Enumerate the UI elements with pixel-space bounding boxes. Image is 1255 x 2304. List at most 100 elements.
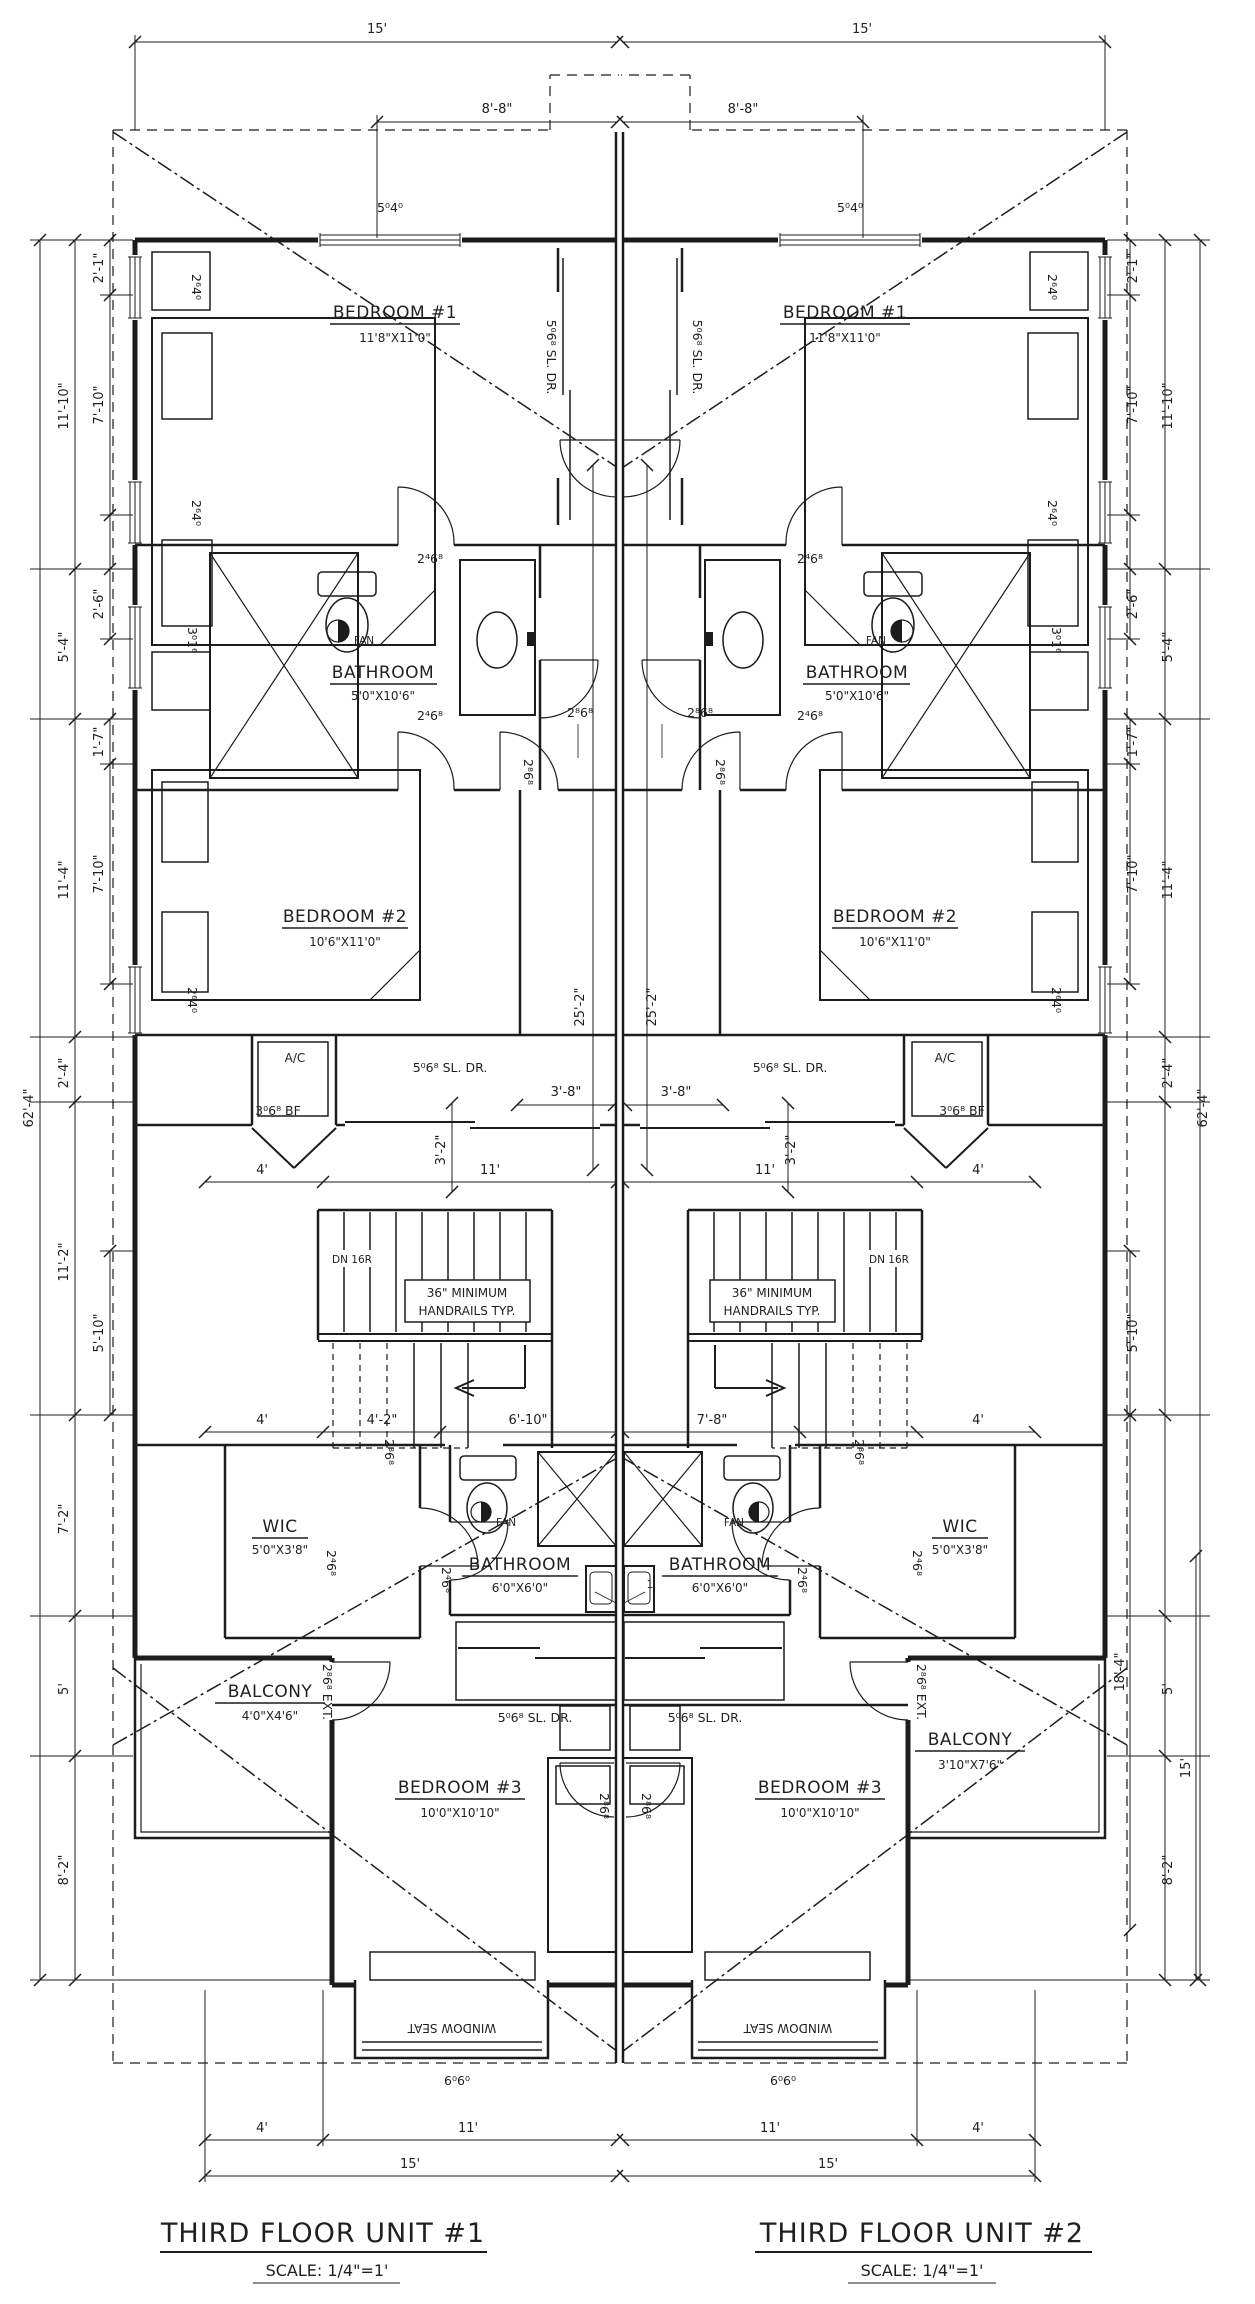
handrail-note-2-u1: HANDRAILS TYP. bbox=[418, 1304, 515, 1318]
room-size-balcony-u1: 4'0"X4'6" bbox=[242, 1709, 298, 1723]
room-label-bedroom1-u2: BEDROOM #1 bbox=[783, 303, 907, 323]
dim-top-15-u1: 15' bbox=[367, 22, 387, 37]
door-label-5068-closet-u2: 5⁰6⁸ SL. DR. bbox=[753, 1060, 828, 1075]
windows bbox=[128, 233, 462, 1035]
dim-r-510: 5'-10" bbox=[1126, 1313, 1141, 1352]
dim-r-710b: 7'-10" bbox=[1126, 854, 1141, 893]
room-size-bathroom2-u1: 6'0"X6'0" bbox=[492, 1581, 548, 1595]
dim-l-21: 2'-1" bbox=[92, 253, 107, 284]
stair-label-dn-u1: DN 16R bbox=[332, 1254, 372, 1266]
dim-c-38-u1: 3'-8" bbox=[551, 1085, 582, 1100]
drawing-titles: THIRD FLOOR UNIT #1 SCALE: 1/4"=1' THIRD… bbox=[160, 2218, 1092, 2284]
fan-label-bath2-u2: FAN bbox=[724, 1517, 744, 1529]
label-ac-u1: A/C bbox=[285, 1051, 306, 1065]
furniture bbox=[151, 251, 619, 1953]
dim-r-82: 8'-2" bbox=[1161, 1855, 1176, 1886]
room-size-bedroom2-u2: 10'6"X11'0" bbox=[859, 935, 931, 949]
door-label-2868-b3-u1: 2⁸6⁸ bbox=[597, 1793, 612, 1819]
door-label-5068-b1-u2: 5⁰6⁸ SL. DR. bbox=[690, 320, 705, 395]
party-wall bbox=[614, 132, 625, 2063]
window-seat bbox=[353, 1951, 550, 2060]
room-label-wic-u1: WIC bbox=[262, 1517, 297, 1537]
window-label-5040-u2: 5⁰4⁰ bbox=[837, 200, 863, 215]
staircase bbox=[316, 1208, 554, 1449]
door-label-3068bf-u2: 3⁰6⁸ BF bbox=[939, 1103, 985, 1118]
dim-bot-15-u1: 15' bbox=[400, 2157, 420, 2172]
window-label-2640-c-u1: 2⁶4⁰ bbox=[185, 987, 200, 1013]
dim-l-114: 11'-4" bbox=[57, 860, 72, 899]
dim-r-184: 18'-4" bbox=[1113, 1652, 1128, 1691]
room-label-bedroom3-u2: BEDROOM #3 bbox=[758, 1778, 882, 1798]
door-label-2868-bath-u1: 2⁸6⁸ bbox=[521, 759, 536, 785]
dim-l-112: 11'-2" bbox=[57, 1242, 72, 1281]
dim-stair-11-u2: 11' bbox=[755, 1163, 775, 1178]
dim-l-710a: 7'-10" bbox=[92, 385, 107, 424]
room-label-bedroom1-u1: BEDROOM #1 bbox=[333, 303, 457, 323]
roof-valley-lines bbox=[112, 131, 619, 2053]
door-label-5068-b1-u1: 5⁰6⁸ SL. DR. bbox=[544, 320, 559, 395]
room-size-bedroom1-u2: 11'8"X11'0" bbox=[809, 331, 881, 345]
window-label-2640-c-u2: 2⁶4⁰ bbox=[1049, 987, 1064, 1013]
dim-l-710b: 7'-10" bbox=[92, 854, 107, 893]
dim-overall-right: 62'-4" bbox=[1196, 1088, 1211, 1127]
dim-r-26: 2'-6" bbox=[1126, 589, 1141, 620]
dim-bot-15-u2: 15' bbox=[818, 2157, 838, 2172]
dim-c-252-u2: 25'-2" bbox=[645, 987, 660, 1026]
dim-stair-11-u1: 11' bbox=[480, 1163, 500, 1178]
dim-stair-610-u1: 6'-10" bbox=[508, 1413, 547, 1428]
room-label-bathroom1-u1: BATHROOM bbox=[332, 663, 434, 683]
dim-top-88-u1: 8'-8" bbox=[482, 102, 513, 117]
door-label-5068-b3-u1: 5⁰6⁸ SL. DR. bbox=[498, 1710, 573, 1725]
stair-label-dn-u2: DN 16R bbox=[869, 1254, 909, 1266]
door-label-2868-stair-u2: 2⁸6⁸ bbox=[852, 1439, 867, 1465]
door-label-2868-bath-u2: 2⁸6⁸ bbox=[713, 759, 728, 785]
dim-top-15-u2: 15' bbox=[852, 22, 872, 37]
window-label-2640-b-u1: 2⁶4⁰ bbox=[189, 500, 204, 526]
door-label-2468-wic-u2: 2⁴6⁸ bbox=[910, 1550, 925, 1576]
label-window-seat-u2: WINDOW SEAT bbox=[743, 2021, 832, 2035]
room-label-bedroom2-u2: BEDROOM #2 bbox=[833, 907, 957, 927]
room-size-bathroom1-u2: 5'0"X10'6" bbox=[825, 689, 889, 703]
window-label-5040-u1: 5⁰4⁰ bbox=[377, 200, 403, 215]
balcony-railing bbox=[133, 1658, 332, 1840]
dim-l-82: 8'-2" bbox=[57, 1855, 72, 1886]
bathroom1-fixtures bbox=[209, 552, 536, 779]
window-label-2640-b-u2: 2⁶4⁰ bbox=[1045, 500, 1060, 526]
right-extra-dims bbox=[1123, 1408, 1203, 1987]
window-label-3016-u1: 3⁰1⁶ bbox=[185, 627, 200, 653]
dim-stair-32-u2: 3'-2" bbox=[784, 1135, 799, 1166]
scale-unit1: SCALE: 1/4"=1' bbox=[266, 2261, 389, 2280]
dim-r-17: 1'-7" bbox=[1126, 727, 1141, 758]
window-label-2640-a-u1: 2⁶4⁰ bbox=[189, 274, 204, 300]
dim-l-26: 2'-6" bbox=[92, 589, 107, 620]
room-size-wic-u1: 5'0"X3'8" bbox=[252, 1543, 308, 1557]
dim-overall-left: 62'-4" bbox=[22, 1088, 37, 1127]
dim-stair-4a-u2: 4' bbox=[972, 1163, 984, 1178]
dim-l-1110: 11'-10" bbox=[57, 382, 72, 429]
fan-label-bath1-u1: FAN bbox=[354, 635, 374, 647]
dim-r-5: 5' bbox=[1161, 1683, 1176, 1695]
dim-stair-4b-u1: 4' bbox=[256, 1413, 268, 1428]
door-label-2868ext-u2: 2⁸6⁸ EXT. bbox=[914, 1664, 929, 1720]
handrail-note-1-u2: 36" MINIMUM bbox=[732, 1286, 813, 1300]
fan-label-bath1-u2: FAN bbox=[866, 635, 886, 647]
room-label-bedroom2-u1: BEDROOM #2 bbox=[283, 907, 407, 927]
door-label-2868-b3-u2: 2⁸6⁸ bbox=[639, 1793, 654, 1819]
dim-top-88-u2: 8'-8" bbox=[728, 102, 759, 117]
dim-text-right: 62'-4" 11'-10" 5'-4" 11'-4" 2'-4" 5' 8'-… bbox=[645, 22, 1211, 2172]
dim-r-1110: 11'-10" bbox=[1161, 382, 1176, 429]
door-label-2868-stair-u1: 2⁸6⁸ bbox=[382, 1439, 397, 1465]
dim-c-252-u1: 25'-2" bbox=[573, 987, 588, 1026]
label-window-seat-u1: WINDOW SEAT bbox=[407, 2021, 496, 2035]
dim-stair-78-u2: 7'-8" bbox=[697, 1413, 728, 1428]
door-label-2868-hall-u2: 2⁸6⁸ bbox=[687, 705, 713, 720]
door-label-2468-a-u2: 2⁴6⁸ bbox=[797, 551, 823, 566]
window-label-2640-a-u2: 2⁶4⁰ bbox=[1045, 274, 1060, 300]
dim-stair-42-u1: 4'-2" bbox=[367, 1413, 398, 1428]
room-label-balcony-u2: BALCONY bbox=[928, 1730, 1013, 1750]
dim-bot-11-u2: 11' bbox=[760, 2121, 780, 2136]
room-size-bathroom2-u2: 6'0"X6'0" bbox=[692, 1581, 748, 1595]
door-label-2468-b-u2: 2⁴6⁸ bbox=[797, 708, 823, 723]
